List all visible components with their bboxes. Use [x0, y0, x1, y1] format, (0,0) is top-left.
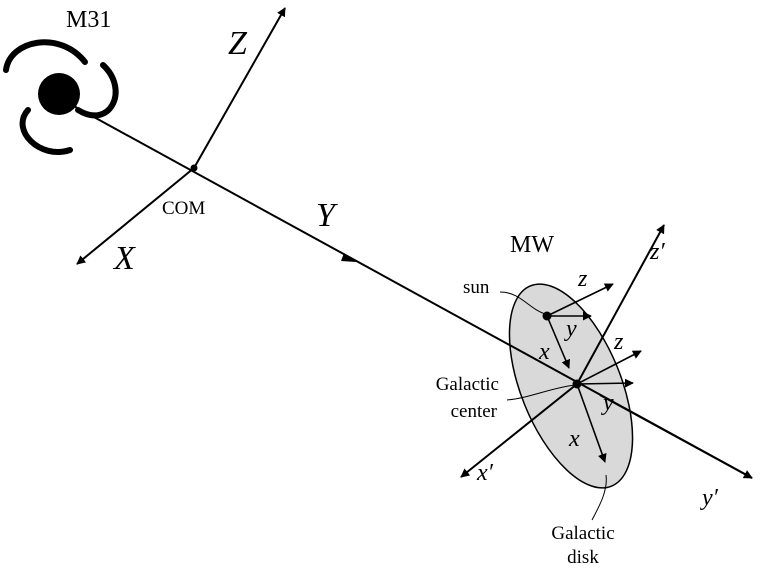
gc-y-axis: [576, 378, 634, 388]
gc-z-axis: [576, 350, 642, 385]
galactic-disk-label-line2: disk: [567, 547, 599, 568]
sun-label: sun: [463, 277, 490, 298]
y-direction-arrow: [341, 253, 356, 262]
m31-galaxy-icon: [3, 39, 119, 155]
galactic-center-label-line1: Galactic: [436, 374, 499, 395]
y-prime-label: y′: [700, 485, 719, 511]
axis-z-label: Z: [228, 25, 248, 62]
m31-label: M31: [66, 7, 111, 33]
mw-label: MW: [510, 232, 554, 258]
x-axis: [76, 167, 195, 265]
sun-leader-line: [499, 291, 546, 315]
sun-y-label: y: [564, 316, 577, 342]
sun-z-axis: [546, 283, 614, 317]
com-point: [190, 164, 198, 172]
gc-z-label: z: [613, 329, 624, 355]
gc-x-label: x: [568, 426, 580, 452]
axis-x-label: X: [112, 240, 136, 277]
galactic-center-leader-line: [506, 384, 576, 401]
z-prime-label: z′: [649, 239, 665, 265]
sun-x-axis: [546, 315, 570, 369]
galactic-disk-leader-line: [591, 474, 607, 521]
com-label: COM: [162, 198, 205, 219]
galactic-center-point: [572, 379, 582, 389]
y-prime-axis: [599, 394, 753, 479]
sun-x-label: x: [538, 339, 550, 365]
z-axis: [193, 7, 286, 169]
galactic-center-label-line2: center: [451, 401, 498, 422]
x-prime-axis: [460, 383, 578, 478]
z-prime-axis: [576, 224, 665, 385]
sun-z-label: z: [577, 266, 588, 292]
axis-y-label: Y: [316, 197, 338, 234]
gc-y-label: y: [601, 390, 614, 416]
galactic-disk-label-line1: Galactic: [551, 523, 614, 544]
x-prime-label: x′: [476, 460, 494, 486]
sun-point: [542, 311, 552, 321]
gc-x-axis: [576, 383, 607, 463]
